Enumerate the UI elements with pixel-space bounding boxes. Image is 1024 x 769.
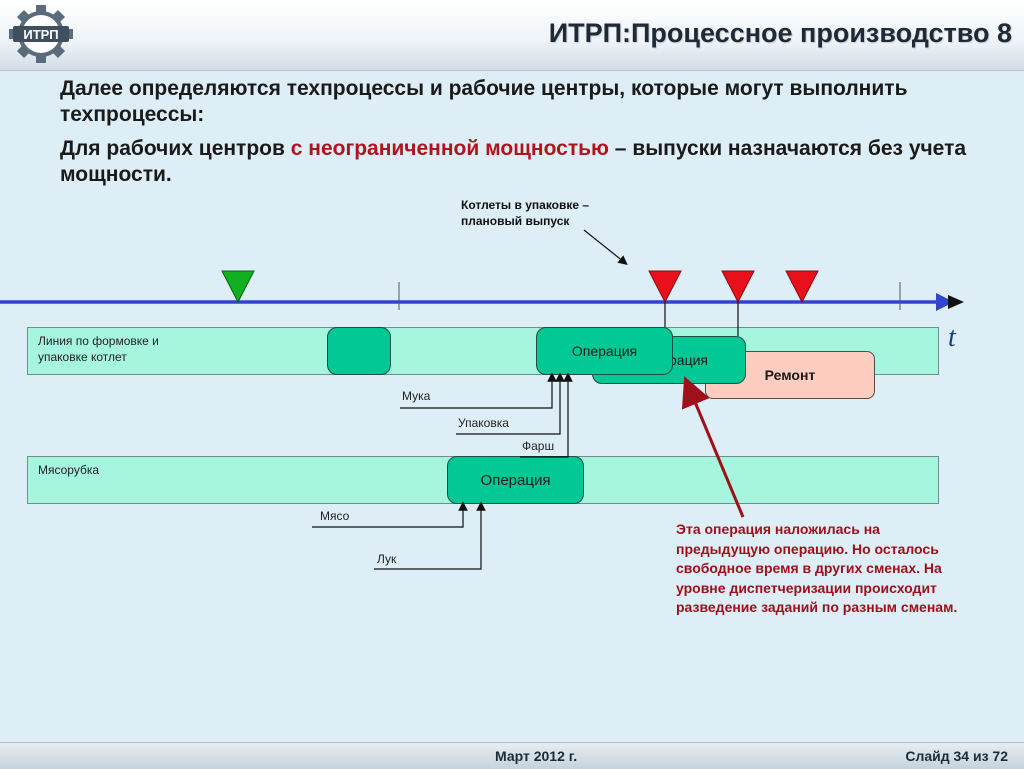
input-line-meat [312,501,468,528]
slide-header: ИТРП ИТРП:Процессное производство 8 [0,0,1024,71]
input-line-mince [520,372,573,458]
intro-paragraph-2: Для рабочих центров с неограниченной мощ… [60,136,980,188]
footer-slide-counter: Слайд 34 из 72 [905,748,1008,764]
itrp-logo: ИТРП [9,5,73,63]
timeline-arrow-black [948,295,964,309]
intro-text-after: – выпуски назначаются без учета мощности… [60,137,967,186]
planned-marker-1 [648,270,682,304]
callout-arrow [583,229,628,265]
input-label-mince: Фарш [522,439,555,453]
operation-grinder-block: Операция [447,456,584,504]
input-label-flour: Мука [402,389,431,403]
input-line-flour [400,372,557,409]
start-marker-green [221,270,255,304]
overlap-note-arrow [681,376,745,518]
planned-marker-2 [721,270,755,304]
input-line-onion [374,501,486,570]
logo-text: ИТРП [23,27,58,42]
lane-forming-line-label: Линия по формовке и упаковке котлет [38,334,159,364]
footer-date: Март 2012 г. [495,748,578,764]
planned-release-callout: Котлеты в упаковке – плановый выпуск [461,198,590,228]
planned-marker-3 [785,270,819,304]
timeline-arrow-blue [936,293,954,311]
slide-footer: Март 2012 г. Слайд 34 из 72 [0,742,1024,769]
intro-text: Далее определяются техпроцессы и рабочие… [60,76,980,196]
slide-title: ИТРП:Процессное производство 8 [548,18,1012,48]
input-label-onion: Лук [377,552,397,566]
time-axis-label: t [948,322,956,353]
input-label-meat: Мясо [320,509,350,523]
intro-highlight: с неограниченной мощностью [290,137,609,160]
input-line-packaging [456,372,565,435]
intro-text-before: Для рабочих центров [60,137,291,160]
intro-paragraph-1: Далее определяются техпроцессы и рабочие… [60,77,908,126]
operation-previous-block [327,327,391,375]
overlap-note: Эта операция наложилась на предыдущую оп… [676,521,958,615]
lane-meat-grinder-label: Мясорубка [38,463,100,477]
operation-front-block: Операция [536,327,673,375]
diagram-overlay [0,229,964,570]
input-label-packaging: Упаковка [458,416,509,430]
